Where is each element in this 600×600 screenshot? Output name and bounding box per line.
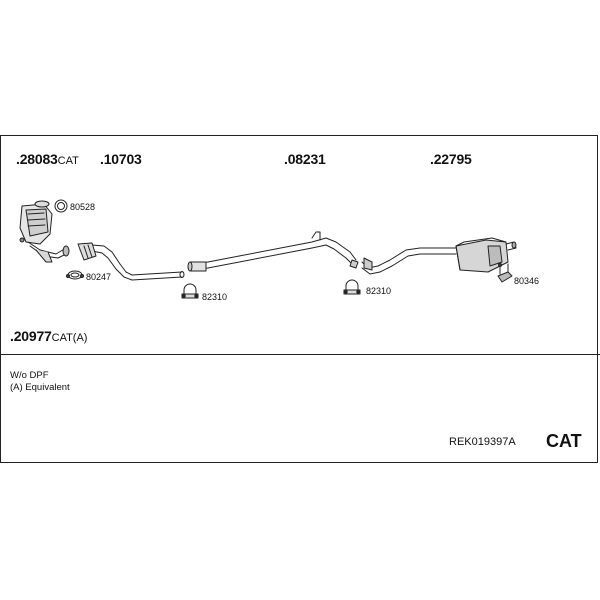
rear-silencer-icon [361, 237, 517, 275]
front-pipe-icon [77, 242, 185, 281]
part-number: .22795 [430, 151, 472, 167]
part-number: .08231 [284, 151, 326, 167]
flange-ring-label: 80247 [86, 272, 112, 282]
cat-badge: CAT [546, 431, 582, 451]
clamp-icon [343, 279, 361, 295]
part-label-catalyst: .28083CAT [16, 151, 79, 169]
part-label-middle-pipe: .08231 [284, 151, 326, 169]
rubber-mount-icon [497, 263, 513, 283]
middle-pipe-icon [187, 231, 359, 272]
part-number: .20977 [10, 328, 52, 344]
rubber-mount-label: 80346 [514, 276, 540, 286]
section-divider [0, 354, 600, 355]
part-number: .10703 [100, 151, 142, 167]
part-label-equivalent-catalyst: .20977CAT(A) [10, 328, 87, 346]
clamp-label: 82310 [366, 286, 392, 296]
flange-ring-icon [66, 270, 84, 280]
part-label-rear-silencer: .22795 [430, 151, 472, 169]
note-no-dpf: W/o DPF [10, 370, 49, 381]
note-equivalent: (A) Equivalent [10, 382, 70, 393]
part-suffix: CAT [57, 155, 79, 167]
gasket-icon [54, 199, 68, 213]
part-label-front-pipe: .10703 [100, 151, 142, 169]
gasket-label: 80528 [70, 202, 96, 212]
catalytic-converter-icon [19, 200, 70, 263]
part-number: .28083 [16, 151, 58, 167]
clamp-icon [181, 283, 199, 299]
clamp-label: 82310 [202, 292, 228, 302]
diagram-frame [0, 135, 598, 463]
kit-code: REK019397A [449, 436, 516, 448]
part-suffix: CAT(A) [51, 332, 88, 344]
